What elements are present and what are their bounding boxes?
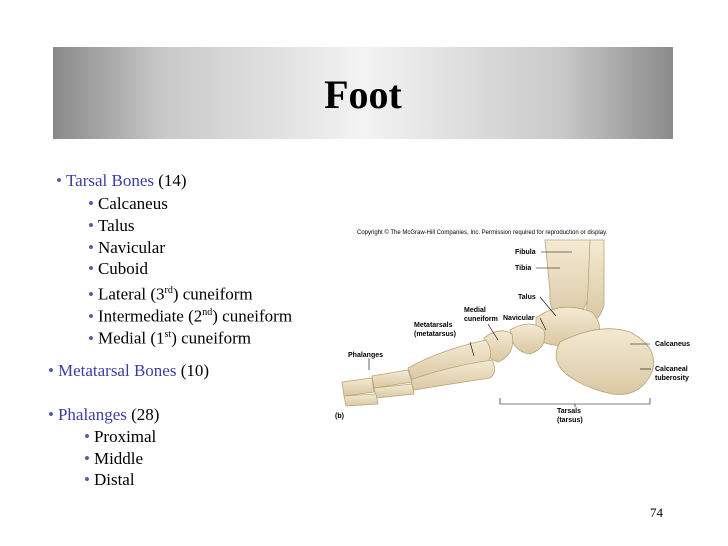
- label-medial-cuneiform: Medial cuneiform: [464, 307, 498, 323]
- figure-panel-label: (b): [335, 413, 344, 420]
- label-phalanges: Phalanges: [348, 352, 384, 359]
- label-calcaneal-tuberosity: Calcaneal tuberosity: [655, 366, 689, 382]
- phalanx-bone: [343, 393, 379, 407]
- bullet-middle: •Middle: [84, 449, 144, 468]
- bullet-count: (14): [158, 171, 187, 190]
- bullet-phalanges: •Phalanges (28): [48, 405, 160, 424]
- leader-line: [539, 296, 557, 317]
- bullet-talus: •Talus: [88, 216, 135, 235]
- bullet-icon: •: [88, 194, 94, 213]
- leader-line: [469, 341, 475, 357]
- bullet-calcaneus: •Calcaneus: [88, 194, 168, 213]
- bullet-intermediate-cuneiform: •Intermediate (2nd) cuneiform: [88, 306, 293, 326]
- bullet-cuboid: •Cuboid: [88, 259, 149, 278]
- bullet-medial-cuneiform: •Medial (1st) cuneiform: [88, 328, 251, 348]
- bullet-icon: •: [84, 449, 90, 468]
- bullet-icon: •: [88, 216, 94, 235]
- page-number: 74: [650, 505, 663, 520]
- phalanx-bone: [371, 369, 413, 389]
- figure-copyright: Copyright © The McGraw-Hill Companies, I…: [357, 230, 608, 236]
- label-talus: Talus: [518, 294, 536, 301]
- bullet-icon: •: [88, 284, 94, 304]
- bullet-proximal: •Proximal: [84, 427, 157, 446]
- bullet-distal: •Distal: [84, 470, 135, 489]
- calcaneus-bone: [555, 328, 655, 395]
- label-tarsals: Tarsals (tarsus): [557, 408, 583, 424]
- label-tibia: Tibia: [515, 265, 532, 272]
- title-bar: Foot: [53, 47, 673, 139]
- bullet-navicular: •Navicular: [88, 238, 165, 257]
- bullet-icon: •: [48, 361, 54, 380]
- bullet-icon: •: [84, 427, 90, 446]
- bullet-icon: •: [48, 405, 54, 424]
- phalanx-bone: [341, 377, 375, 397]
- bullet-icon: •: [88, 328, 94, 348]
- label-fibula: Fibula: [515, 249, 536, 256]
- bullet-icon: •: [88, 238, 94, 257]
- metatarsal-bone: [409, 359, 495, 391]
- leader-line: [539, 317, 547, 331]
- label-calcaneus: Calcaneus: [655, 341, 691, 348]
- bullet-term: Tarsal Bones: [65, 171, 154, 190]
- tarsals-bracket: [499, 398, 651, 405]
- bullet-icon: •: [56, 171, 62, 190]
- slide-title: Foot: [324, 72, 402, 117]
- bullet-icon: •: [84, 470, 90, 489]
- leader-line: [487, 323, 499, 341]
- label-metatarsals: Metatarsals (metatarsus): [414, 322, 457, 338]
- bullet-tarsal-bones: •Tarsal Bones (14): [56, 171, 187, 191]
- bullet-metatarsal-bones: •Metatarsal Bones (10): [48, 361, 210, 380]
- bullet-lateral-cuneiform: •Lateral (3rd) cuneiform: [88, 284, 253, 304]
- label-navicular: Navicular: [503, 315, 535, 322]
- bullet-icon: •: [88, 306, 94, 326]
- bullet-icon: •: [88, 259, 94, 278]
- navicular-bone: [509, 323, 546, 355]
